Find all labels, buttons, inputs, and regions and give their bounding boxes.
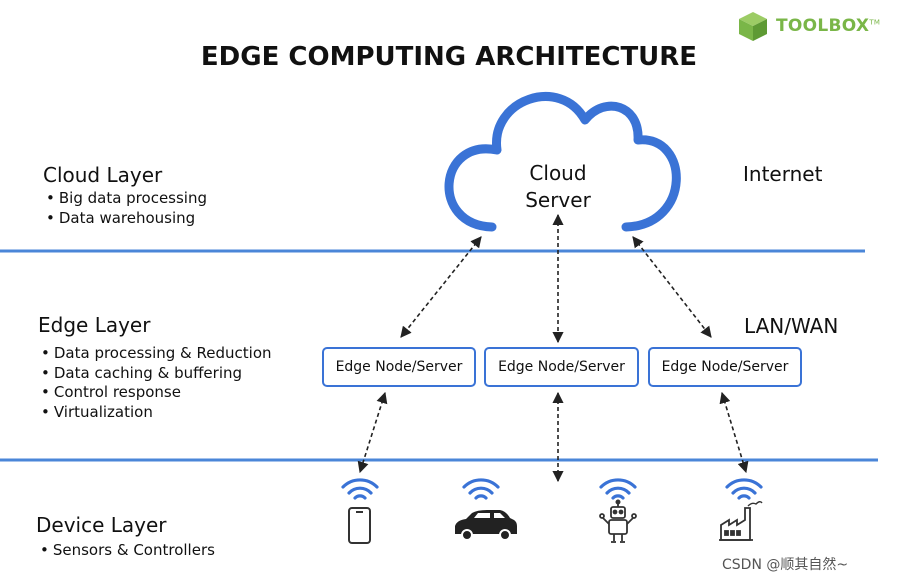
edge-layer-title: Edge Layer bbox=[38, 313, 151, 337]
diagram-title: EDGE COMPUTING ARCHITECTURE bbox=[200, 42, 698, 72]
trademark-mark: TM bbox=[869, 18, 881, 27]
cloud-layer-bullets: Big data processing Data warehousing bbox=[46, 189, 207, 228]
arrow-cloud-edge-3 bbox=[632, 236, 712, 338]
arrow-cloud-edge-1 bbox=[400, 236, 482, 338]
bullet-item: Data processing & Reduction bbox=[41, 344, 272, 364]
wifi-icon bbox=[462, 478, 500, 500]
cube-logo-icon bbox=[739, 12, 767, 41]
bullet-item: Data caching & buffering bbox=[41, 364, 272, 384]
lan-wan-label: LAN/WAN bbox=[744, 314, 839, 338]
wifi-icon bbox=[599, 478, 637, 500]
car-icon bbox=[455, 510, 517, 541]
wifi-icon bbox=[341, 478, 379, 500]
source-watermark: CSDN @顺其自然~ bbox=[722, 557, 849, 573]
bullet-item: Control response bbox=[41, 383, 272, 403]
factory-icon bbox=[719, 501, 763, 541]
bullet-item: Data warehousing bbox=[46, 209, 207, 229]
wifi-icon bbox=[725, 478, 763, 500]
edge-node-box: Edge Node/Server bbox=[648, 347, 802, 387]
internet-label: Internet bbox=[743, 162, 823, 186]
cloud-server-line-2: Server bbox=[525, 188, 591, 212]
edge-layer-bullets: Data processing & Reduction Data caching… bbox=[41, 344, 272, 422]
edge-node-box: Edge Node/Server bbox=[322, 347, 476, 387]
toolbox-logo: TOOLBOXTM bbox=[736, 9, 886, 43]
cloud-layer-title: Cloud Layer bbox=[43, 163, 163, 187]
edge-node-box: Edge Node/Server bbox=[484, 347, 639, 387]
cloud-server-line-1: Cloud bbox=[529, 161, 587, 185]
logo-text: TOOLBOX bbox=[776, 16, 870, 36]
device-layer-bullets: Sensors & Controllers bbox=[40, 541, 215, 561]
smartphone-icon bbox=[348, 507, 371, 544]
device-layer-title: Device Layer bbox=[36, 513, 167, 537]
cloud-server-label: Cloud Server bbox=[498, 160, 618, 214]
bullet-item: Big data processing bbox=[46, 189, 207, 209]
bullet-item: Virtualization bbox=[41, 403, 272, 423]
cloud-icon bbox=[444, 92, 681, 232]
bullet-item: Sensors & Controllers bbox=[40, 541, 215, 561]
robot-icon bbox=[599, 499, 637, 543]
